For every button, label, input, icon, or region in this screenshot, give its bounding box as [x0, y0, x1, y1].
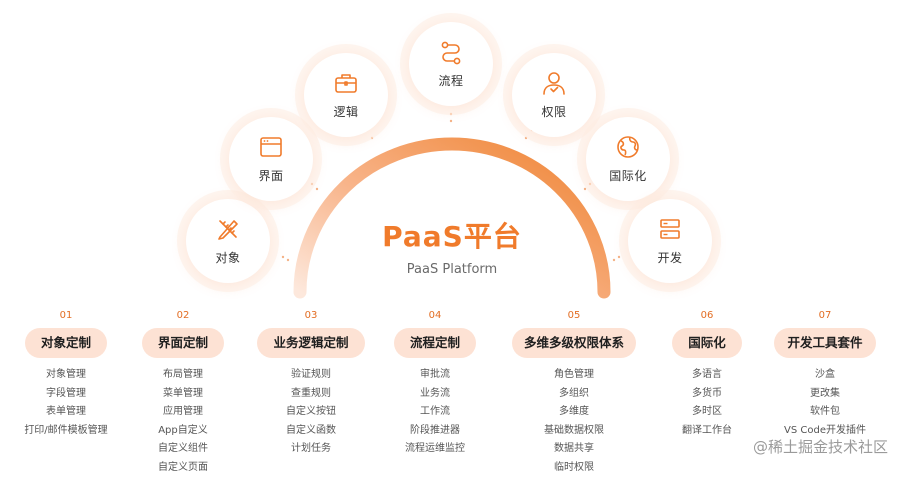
module-interface: 界面	[229, 117, 313, 201]
column-number: 07	[818, 310, 832, 321]
list-item: 自定义组件	[158, 443, 208, 455]
feature-list: 角色管理 多组织 多维度 基础数据权限 数据共享 临时权限	[512, 366, 636, 478]
list-item: 数据共享	[554, 443, 594, 455]
module-label: 权限	[541, 105, 567, 119]
platform-title: PaaS平台	[382, 220, 522, 253]
list-item: 审批流	[420, 369, 450, 380]
list-item: 沙盒	[815, 369, 835, 380]
list-item: 软件包	[810, 406, 840, 418]
list-item: 工作流	[420, 406, 450, 418]
list-item: 应用管理	[163, 406, 203, 418]
module-label: 界面	[258, 169, 284, 183]
list-item: 计划任务	[291, 443, 331, 455]
module-label: 对象	[215, 251, 241, 265]
module-label: 流程	[438, 74, 464, 88]
module-object: 对象	[186, 199, 270, 283]
feature-column-devtools: 07 开发工具套件 沙盒 更改集 软件包 VS Code开发插件	[763, 310, 887, 440]
list-item: 自定义按钮	[286, 406, 336, 418]
list-item: 打印/邮件模板管理	[24, 424, 108, 436]
list-item: 业务流	[420, 387, 450, 399]
list-item: 多语言	[692, 369, 722, 380]
column-number: 02	[176, 310, 190, 321]
feature-column-process: 04 流程定制 审批流 业务流 工作流 阶段推进器 流程运维监控	[373, 310, 497, 459]
column-number: 04	[428, 310, 442, 321]
column-title: 界面定制	[142, 328, 224, 358]
list-item: 临时权限	[554, 461, 594, 473]
list-item: 更改集	[810, 387, 840, 399]
list-item: 表单管理	[46, 406, 86, 418]
column-title: 国际化	[672, 328, 742, 358]
list-item: 验证规则	[291, 369, 331, 380]
feature-column-permission: 05 多维多级权限体系 角色管理 多组织 多维度 基础数据权限 数据共享 临时权…	[512, 310, 636, 478]
list-item: 基础数据权限	[544, 424, 604, 436]
module-i18n: 国际化	[586, 117, 670, 201]
feature-list: 多语言 多货币 多时区 翻译工作台	[645, 366, 769, 440]
feature-list: 沙盒 更改集 软件包 VS Code开发插件	[763, 366, 887, 440]
module-logic: 逻辑	[304, 53, 388, 137]
workflow-path-icon	[441, 41, 461, 65]
module-label: 逻辑	[333, 105, 359, 119]
column-title: 多维多级权限体系	[512, 328, 636, 358]
column-number: 03	[304, 310, 318, 321]
column-number: 01	[59, 310, 73, 321]
feature-column-object: 01 对象定制 对象管理 字段管理 表单管理 打印/邮件模板管理	[4, 310, 128, 440]
list-item: 多组织	[559, 387, 589, 399]
list-item: 布局管理	[163, 369, 203, 380]
list-item: 多货币	[692, 387, 722, 399]
module-label: 国际化	[609, 169, 647, 183]
list-item: 对象管理	[46, 369, 86, 380]
column-number: 05	[567, 310, 581, 321]
list-item: 菜单管理	[163, 387, 203, 399]
feature-column-logic: 03 业务逻辑定制 验证规则 查重规则 自定义按钮 自定义函数 计划任务	[249, 310, 373, 459]
feature-column-interface: 02 界面定制 布局管理 菜单管理 应用管理 App自定义 自定义组件 自定义页…	[121, 310, 245, 478]
module-process: 流程	[409, 22, 493, 106]
list-item: VS Code开发插件	[784, 424, 866, 436]
column-title: 流程定制	[394, 328, 476, 358]
browser-window-icon	[260, 137, 282, 157]
feature-list: 布局管理 菜单管理 应用管理 App自定义 自定义组件 自定义页面	[121, 366, 245, 478]
list-item: 阶段推进器	[410, 424, 460, 436]
module-permission: 权限	[512, 53, 596, 137]
column-title: 业务逻辑定制	[257, 328, 365, 358]
platform-subtitle: PaaS Platform	[406, 262, 498, 277]
list-item: 查重规则	[291, 387, 331, 399]
list-item: 翻译工作台	[682, 424, 732, 436]
feature-list: 验证规则 查重规则 自定义按钮 自定义函数 计划任务	[249, 366, 373, 459]
connector-dots	[281, 112, 621, 262]
briefcase-icon	[335, 74, 357, 93]
list-item: 多维度	[559, 406, 589, 418]
globe-icon	[617, 136, 639, 158]
list-item: 字段管理	[46, 387, 86, 399]
column-title: 对象定制	[25, 328, 107, 358]
list-item: 自定义函数	[286, 424, 336, 436]
column-number: 06	[700, 310, 714, 321]
feature-list: 审批流 业务流 工作流 阶段推进器 流程运维监控	[373, 366, 497, 459]
feature-column-i18n: 06 国际化 多语言 多货币 多时区 翻译工作台	[645, 310, 769, 440]
feature-list: 对象管理 字段管理 表单管理 打印/邮件模板管理	[4, 366, 128, 440]
pencil-ruler-icon	[218, 220, 238, 240]
watermark: @稀土掘金技术社区	[750, 436, 890, 457]
list-item: 多时区	[692, 406, 722, 418]
list-item: 自定义页面	[158, 461, 208, 473]
list-item: 角色管理	[554, 369, 594, 380]
user-check-icon	[543, 72, 565, 95]
column-title: 开发工具套件	[774, 328, 876, 358]
server-stack-icon	[660, 219, 680, 239]
module-label: 开发	[657, 251, 683, 265]
module-development: 开发	[628, 199, 712, 283]
list-item: App自定义	[158, 424, 208, 436]
list-item: 流程运维监控	[405, 443, 465, 455]
